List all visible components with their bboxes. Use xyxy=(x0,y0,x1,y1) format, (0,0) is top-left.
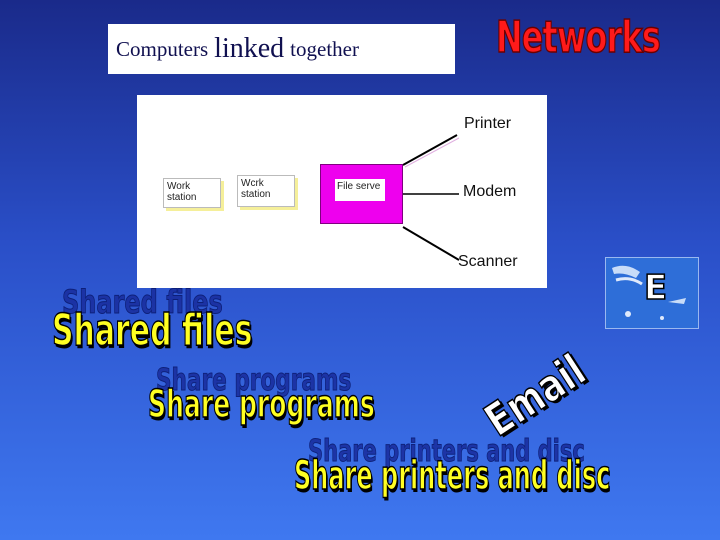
scanner-line xyxy=(402,226,460,261)
network-diagram: Work station Wcrk station File serve Pri… xyxy=(137,95,547,288)
file-server: File serve xyxy=(320,164,403,224)
workstation-1-line-1: Work xyxy=(167,181,191,192)
share-programs-shadow: Share programs xyxy=(156,363,352,399)
workstation-2-line-2: station xyxy=(241,189,271,200)
title-part-2: linked xyxy=(214,33,285,64)
scanner-label: Scanner xyxy=(458,253,518,270)
modem-label: Modem xyxy=(463,183,517,200)
share-printers-wordart: Share printers and disc xyxy=(294,452,611,500)
shared-files-wordart: Shared files xyxy=(51,304,253,357)
share-printers-shadow: Share printers and disc xyxy=(308,434,585,470)
email-icon: E xyxy=(605,257,699,329)
printer-line-shadow xyxy=(404,137,460,168)
workstation-1: Work station xyxy=(163,178,221,208)
workstation-1-line-2: station xyxy=(167,192,197,203)
workstation-2-line-1: Wcrk xyxy=(241,178,264,189)
printer-label: Printer xyxy=(464,115,512,132)
email-envelope-icon xyxy=(612,265,686,320)
title-part-3: together xyxy=(290,36,359,61)
diagram-connectors xyxy=(402,134,460,261)
networks-heading: Networks xyxy=(495,11,661,64)
printer-line xyxy=(402,134,458,166)
title-box: Computers linked together xyxy=(108,24,455,74)
email-icon-letter: E xyxy=(643,267,668,309)
share-programs-wordart: Share programs xyxy=(148,381,376,427)
workstation-2: Wcrk station xyxy=(237,175,295,207)
shared-files-shadow: Shared files xyxy=(62,283,224,322)
title-part-1: Computers xyxy=(116,36,209,61)
file-server-label: File serve xyxy=(335,179,385,201)
email-wordart: Email xyxy=(475,344,595,447)
